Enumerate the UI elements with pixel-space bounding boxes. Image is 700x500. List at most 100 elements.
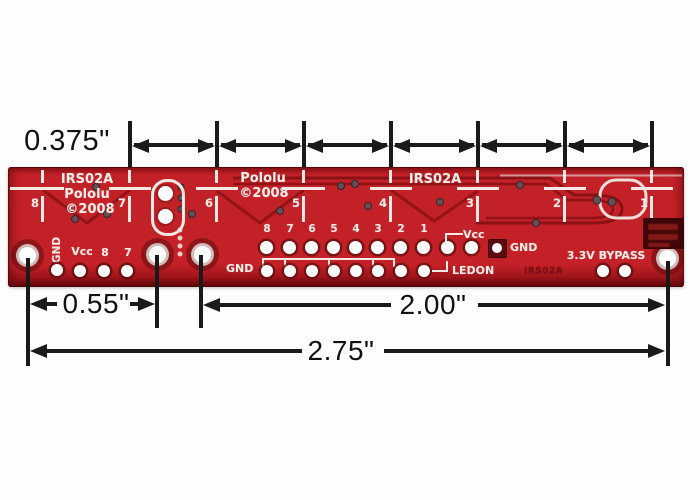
pitch-dimension-label: 0.375" [24, 125, 110, 157]
sensor-pin-label: 4 [378, 196, 387, 210]
header-hole [328, 265, 340, 277]
pitch-arrow-segment [567, 139, 650, 153]
header-pin-label: 1 [420, 223, 428, 235]
led-hole [158, 209, 173, 224]
vcc-hole [74, 265, 86, 277]
sensor-pin-label: 3 [465, 196, 474, 210]
arrow-right-icon [198, 139, 215, 153]
sensor-cross-bar [457, 187, 499, 190]
pin7-label: 7 [124, 246, 132, 259]
header-pin-label: 6 [308, 223, 316, 235]
header-hole [418, 265, 430, 277]
dim-tick [128, 121, 132, 167]
arrow-right-icon [648, 298, 665, 312]
board-name-text: IRS02A [60, 172, 114, 187]
arrow-left-icon [30, 344, 47, 358]
header-pin-label: 8 [263, 223, 271, 235]
header-hole [371, 241, 384, 254]
sensor-pin-label: 2 [552, 196, 561, 210]
header-hole [306, 265, 318, 277]
board-name-text: IRS02A [408, 172, 462, 187]
arrow-right-icon [648, 344, 665, 358]
dim-tick [666, 261, 670, 366]
header-hole [349, 241, 362, 254]
header-hole [395, 265, 407, 277]
pitch-arrow-segment [219, 139, 302, 153]
total-span-dimension-label: 2.75" [307, 335, 375, 366]
arrow-right-icon [138, 297, 155, 311]
led-hole [158, 186, 173, 201]
copper-logo-block [643, 218, 684, 249]
dim-tick [199, 255, 203, 328]
dim-tick [563, 121, 567, 167]
pitch-arrow-segment [480, 139, 563, 153]
gnd-hole [51, 264, 63, 276]
gnd-mid-label: GND [226, 262, 254, 275]
header-hole [305, 241, 318, 254]
arrow-right-icon [546, 139, 563, 153]
header-pin-label: 3 [374, 223, 382, 235]
left-span-dimension-label: 0.55" [62, 288, 130, 319]
header-hole [327, 241, 340, 254]
mounting-hole [149, 246, 166, 263]
bypass-hole [597, 265, 609, 277]
gnd-vertical-label: GND [51, 236, 63, 264]
header-hole [465, 241, 478, 254]
sensor-cross-bar [631, 187, 673, 190]
sensor-pin-label: 1 [639, 196, 648, 210]
sensor-pin-label: 6 [204, 196, 213, 210]
copper-traces [42, 174, 682, 257]
mounting-hole [194, 246, 211, 263]
vcc-label: Vcc [71, 245, 93, 258]
header-hole [283, 241, 296, 254]
copper-board-name: IRS02A [524, 266, 564, 276]
header-hole [350, 265, 362, 277]
copyright-text: ©2008 [65, 202, 115, 217]
ledon-label: LEDON [452, 264, 495, 277]
right-span-dimension-label: 2.00" [399, 289, 467, 320]
sensor-pin-label: 5 [291, 196, 300, 210]
copyright-text: ©2008 [239, 186, 289, 201]
sensor-cross-bar [544, 187, 586, 190]
sensor-cross-bar [370, 187, 412, 190]
header-pin-label: 2 [397, 223, 405, 235]
dim-tick [476, 121, 480, 167]
pin8-label: 8 [101, 246, 109, 259]
pitch-arrow-segment [306, 139, 389, 153]
bypass-label: 3.3V BYPASS [566, 249, 646, 262]
dim-tick [302, 121, 306, 167]
mounting-hole [659, 250, 676, 267]
header-hole [417, 241, 430, 254]
bypass-hole [619, 265, 631, 277]
pin7-hole [121, 265, 133, 277]
gnd-pad-hole [492, 243, 502, 253]
dim-tick [26, 258, 30, 366]
arrow-right-icon [372, 139, 389, 153]
pcb-board: 8 7 6 5 4 3 2 1 IRS02A Pololu ©2008 Polo… [8, 167, 684, 287]
dim-tick [650, 121, 654, 167]
header-hole [260, 241, 273, 254]
arrow-right-icon [633, 139, 650, 153]
brand-text: Pololu [64, 187, 110, 202]
header-pin-label: 4 [352, 223, 360, 235]
brand-text: Pololu [240, 171, 286, 186]
sensor-pin-label: 7 [117, 196, 126, 210]
sensor-cross-bar [10, 187, 64, 190]
header-hole [372, 265, 384, 277]
sensor-pin-label: 8 [30, 196, 39, 210]
arrow-left-icon [203, 298, 220, 312]
mounting-hole [19, 247, 36, 264]
header-pin-label: 7 [286, 223, 294, 235]
pitch-arrow-segment [393, 139, 476, 153]
pitch-arrow-segment [132, 139, 215, 153]
vcc-right-label: Vcc [463, 228, 485, 241]
header-pin-label: 5 [330, 223, 338, 235]
dim-tick [389, 121, 393, 167]
sensor-cross-bar [283, 187, 325, 190]
arrow-left-icon [30, 297, 47, 311]
led-pad-outline [151, 179, 185, 236]
gnd-right-label: GND [510, 241, 538, 254]
dim-tick [155, 255, 159, 328]
header-hole [394, 241, 407, 254]
